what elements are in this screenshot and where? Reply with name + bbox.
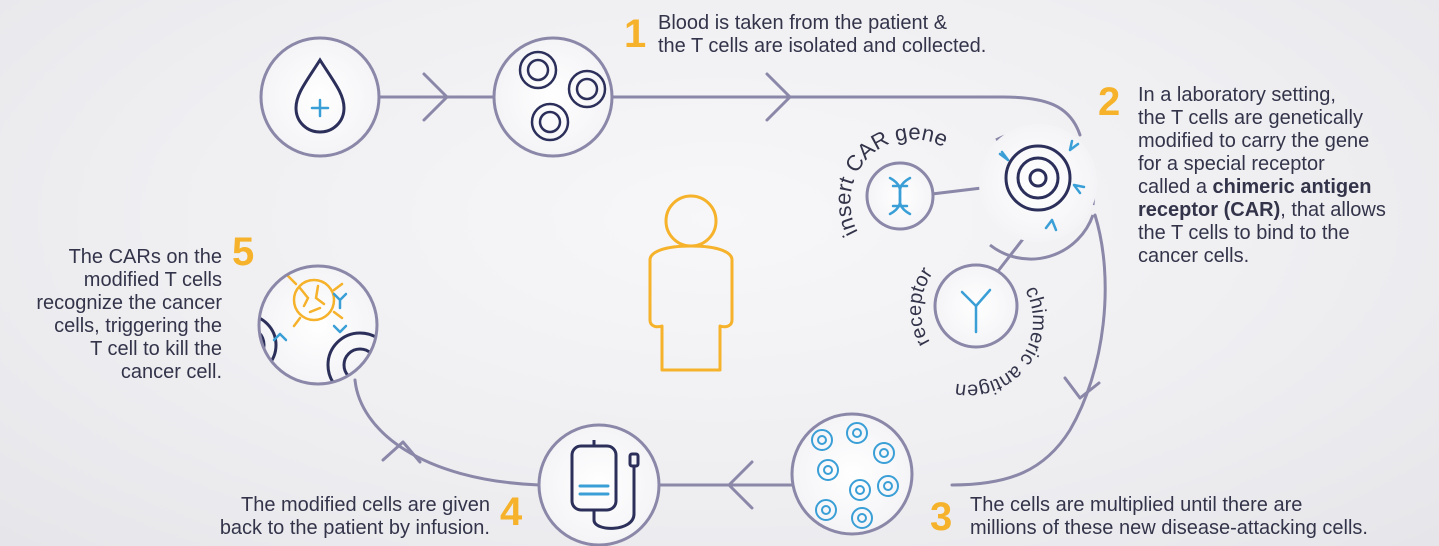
arrow-3 bbox=[1063, 376, 1101, 400]
dna-node bbox=[865, 161, 935, 231]
receptor-icons bbox=[998, 139, 1086, 232]
arrowheads bbox=[381, 72, 1101, 510]
cancer-cell-icon bbox=[286, 274, 344, 328]
receptor-label: receptor bbox=[904, 263, 938, 350]
arrow-2 bbox=[765, 72, 792, 122]
step-4-text: The modified cells are given back to the… bbox=[219, 494, 490, 539]
blood-drop-node bbox=[259, 36, 381, 158]
step-3-text: The cells are multiplied until there are… bbox=[970, 494, 1368, 539]
step-2-text: In a laboratory setting, the T cells are… bbox=[1138, 84, 1386, 267]
patient-icon bbox=[648, 194, 734, 372]
infusion-node bbox=[537, 423, 661, 546]
step-4-number: 4 bbox=[500, 490, 523, 534]
step-5-text: The CARs on the modified T cells recogni… bbox=[36, 246, 222, 383]
step-1-text: Blood is taken from the patient & the T … bbox=[658, 12, 987, 57]
arrow-5 bbox=[381, 440, 422, 464]
cell-cluster-icon bbox=[811, 422, 899, 529]
receptor-y-icon bbox=[960, 288, 992, 334]
arrow-4 bbox=[727, 460, 754, 510]
multiplied-cells-node bbox=[790, 412, 914, 536]
arrow-1 bbox=[422, 72, 449, 122]
t-cell-icon bbox=[1004, 144, 1072, 212]
receptor-node bbox=[933, 263, 1019, 349]
cancer-kill-node bbox=[257, 264, 379, 386]
step-3-number: 3 bbox=[930, 495, 953, 539]
modified-t-cell-node bbox=[979, 124, 1097, 261]
t-cells-node bbox=[492, 36, 614, 158]
dna-icon bbox=[888, 176, 912, 216]
iv-bag-icon bbox=[570, 440, 640, 530]
t-cell-icon bbox=[518, 50, 607, 142]
step-1-number: 1 bbox=[624, 12, 647, 56]
blood-drop-icon bbox=[294, 57, 346, 134]
step-2-number: 2 bbox=[1098, 80, 1121, 124]
step-5-number: 5 bbox=[232, 230, 255, 274]
